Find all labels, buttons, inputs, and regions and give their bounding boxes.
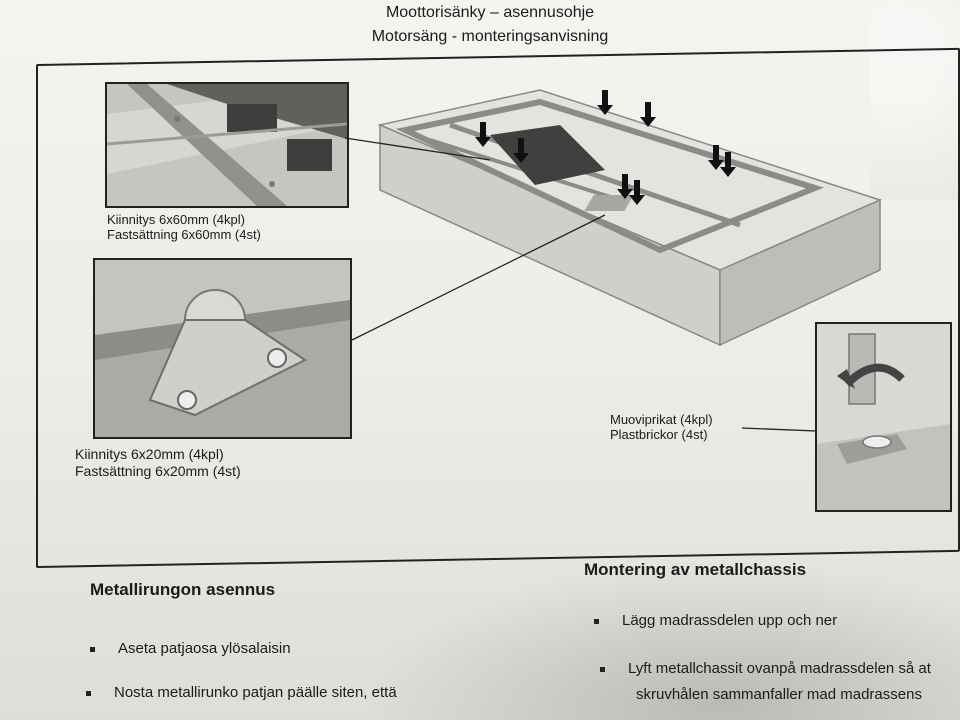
caption-60mm-sv: Fastsättning 6x60mm (4st) [107,227,261,242]
caption-screws-60mm: Kiinnitys 6x60mm (4kpl) Fastsättning 6x6… [107,212,261,242]
caption-20mm-fi: Kiinnitys 6x20mm (4kpl) [75,446,224,462]
caption-screws-20mm: Kiinnitys 6x20mm (4kpl) Fastsättning 6x2… [75,446,241,480]
caption-20mm-sv: Fastsättning 6x20mm (4st) [75,463,241,479]
section-title-finnish: Metallirungon asennus [90,580,276,599]
detail-illustration-washers [817,324,950,510]
caption-plastic-washers: Muoviprikat (4kpl) Plastbrickor (4st) [610,412,713,442]
bullet-fi-2: Nosta metallirunko patjan päälle siten, … [86,684,397,701]
bullet-sv-3: skruvhålen sammanfaller mad madrassens [636,686,922,703]
caption-washers-fi: Muoviprikat (4kpl) [610,412,713,427]
bullet-sv-2: Lyft metallchassit ovanpå madrassdelen s… [600,660,931,677]
detail-inset-plastic-washers [815,322,952,512]
title-finnish: Moottorisänky – asennusohje [385,4,595,21]
mattress-frame-illustration [377,89,883,347]
caption-60mm-fi: Kiinnitys 6x60mm (4kpl) [107,212,245,227]
detail-illustration-bracket [95,260,350,437]
section-title-swedish: Montering av metallchassis [584,560,807,579]
bullet-fi-1: Aseta patjaosa ylösalaisin [90,640,291,657]
background-cloth [870,0,960,200]
title-swedish: Motorsäng - monteringsanvisning [371,28,609,45]
detail-illustration-60mm [107,84,347,206]
arrow-markers [475,90,736,205]
detail-inset-screws-60mm [105,82,349,208]
photo-shadow [360,560,960,720]
bullet-sv-1: Lägg madrassdelen upp och ner [593,612,838,629]
caption-washers-sv: Plastbrickor (4st) [610,427,708,442]
detail-inset-bracket-20mm [93,258,352,439]
